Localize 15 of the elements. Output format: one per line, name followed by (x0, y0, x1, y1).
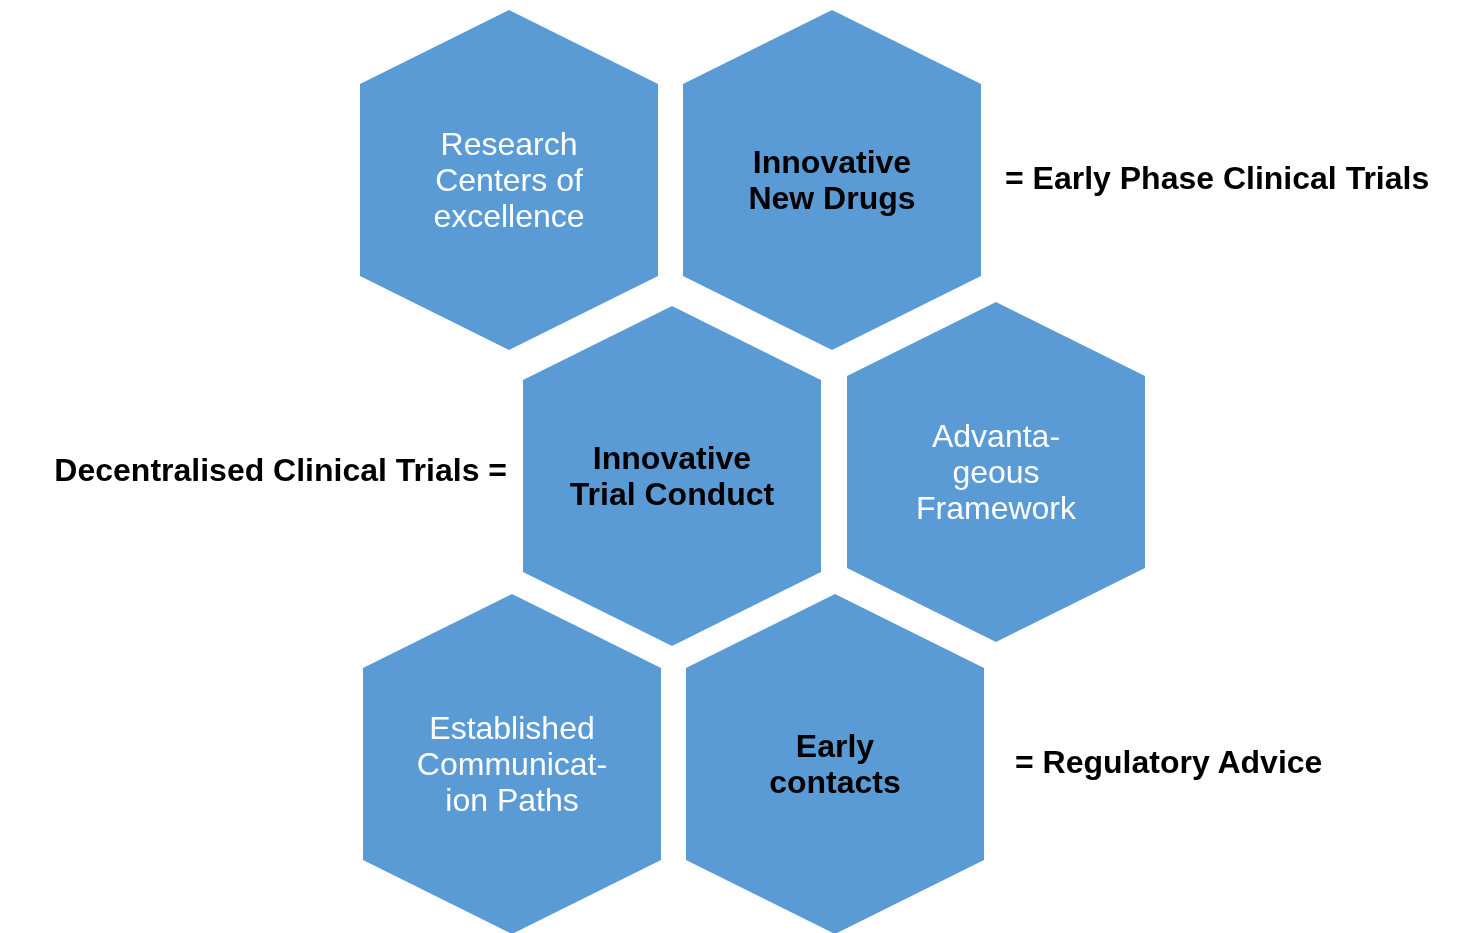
hexagon (847, 302, 1145, 642)
hexagon (523, 306, 821, 646)
side-note: = Regulatory Advice (1015, 744, 1323, 781)
side-note: = Early Phase Clinical Trials (1005, 160, 1430, 197)
side-note: Decentralised Clinical Trials = (54, 452, 507, 489)
hexagon (683, 10, 981, 350)
hexagon-label: Established Communicat- ion Paths (415, 710, 609, 818)
hexagon-label: Innovative Trial Conduct (568, 440, 776, 512)
hexagon-label: Innovative New Drugs (747, 144, 917, 216)
hexagon-label: Advanta- geous Framework (915, 418, 1077, 526)
hexagon (363, 594, 661, 933)
hexagon (686, 594, 984, 933)
hexagon-label: Early contacts (768, 728, 902, 800)
hexagon (360, 10, 658, 350)
hexagon-label: Research Centers of excellence (432, 126, 586, 234)
